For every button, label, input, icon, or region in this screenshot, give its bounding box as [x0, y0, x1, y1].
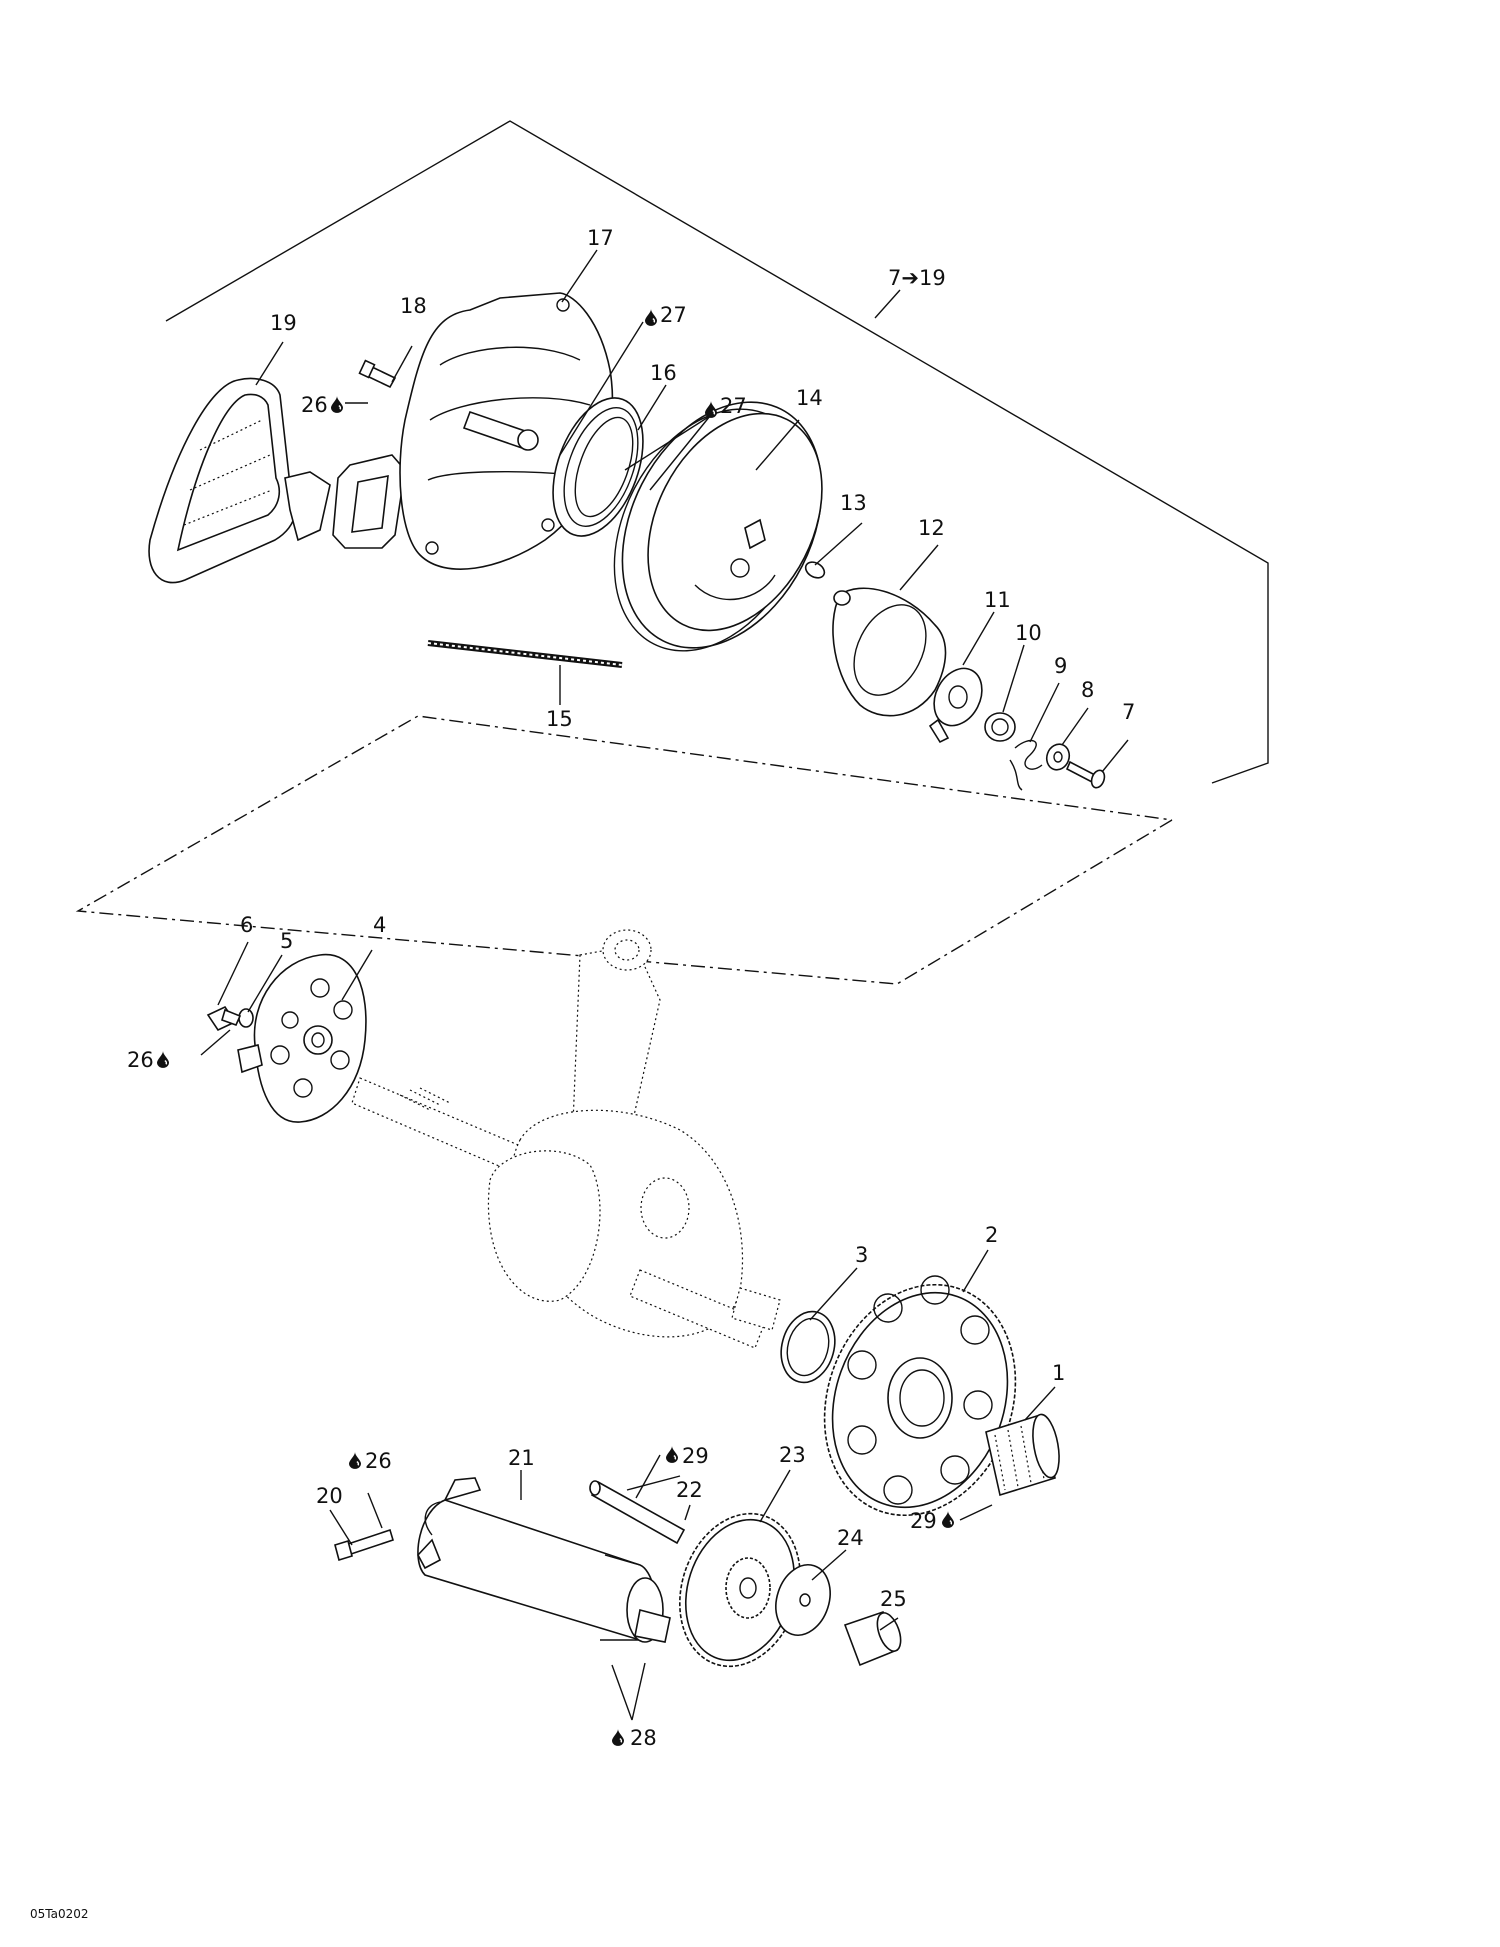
- plate-11: [928, 667, 983, 744]
- callout-13: 13: [840, 491, 867, 515]
- screw-7: [1065, 760, 1106, 789]
- group-frame-7-19: [75, 120, 1269, 985]
- callout-8: 8: [1081, 678, 1094, 702]
- figure-code: 05Ta0202: [30, 1907, 89, 1921]
- callout-12: 12: [918, 516, 945, 540]
- callout-20: 20: [316, 1484, 343, 1508]
- shim-3: [780, 1310, 836, 1384]
- callout-7: 7: [1122, 700, 1135, 724]
- callout-2: 2: [985, 1223, 998, 1247]
- leader-lines: [200, 249, 1129, 1721]
- callout-15: 15: [546, 707, 573, 731]
- callout-14: 14: [796, 386, 823, 410]
- bolt-18: [358, 359, 397, 389]
- bolt-6: [206, 1005, 242, 1032]
- callout-6: 6: [240, 913, 253, 937]
- callout-5: 5: [280, 929, 293, 953]
- callout-26-bottom: 26: [365, 1449, 392, 1473]
- washer-5: [238, 1008, 254, 1028]
- callout-21: 21: [508, 1446, 535, 1470]
- bushing-10: [984, 712, 1016, 742]
- callout-18: 18: [400, 294, 427, 318]
- callout-3: 3: [855, 1243, 868, 1267]
- callout-27-b: 27: [720, 394, 747, 418]
- needle-bearing-1: [985, 1413, 1060, 1497]
- callout-range-7-19: 7➔19: [888, 266, 946, 290]
- callout-28: 28: [630, 1726, 657, 1750]
- callout-22: 22: [676, 1478, 703, 1502]
- shaft-22: [589, 1480, 686, 1545]
- callout-19: 19: [270, 311, 297, 335]
- bushing-25: [843, 1610, 902, 1667]
- callout-labels: 19 18 26 17 27 16 27 14 7➔19 13 12 11 10…: [30, 226, 1135, 1921]
- rope-15: [427, 640, 623, 668]
- crankshaft: [351, 929, 781, 1349]
- drive-plate-4: [237, 953, 367, 1123]
- pawl-13: [804, 561, 826, 579]
- recoil-spring-16: [552, 397, 644, 537]
- cam-12: [832, 587, 947, 717]
- callout-1: 1: [1052, 1361, 1065, 1385]
- spring-9: [1009, 739, 1043, 791]
- starter-handle-19: [148, 377, 331, 584]
- callout-29-a: 29: [682, 1444, 709, 1468]
- washer-24: [775, 1564, 831, 1636]
- callout-17: 17: [587, 226, 614, 250]
- starter-motor-21: [417, 1477, 671, 1643]
- callout-10: 10: [1015, 621, 1042, 645]
- starter-gear-2: [823, 1275, 1017, 1517]
- callout-25: 25: [880, 1587, 907, 1611]
- callout-24: 24: [837, 1526, 864, 1550]
- callout-26-top: 26: [301, 393, 328, 417]
- callout-26-mid: 26: [127, 1048, 154, 1072]
- callout-29-b: 29: [910, 1509, 937, 1533]
- callout-4: 4: [373, 913, 386, 937]
- callout-23: 23: [779, 1443, 806, 1467]
- callout-16: 16: [650, 361, 677, 385]
- rope-guide: [332, 454, 406, 549]
- callout-27-a: 27: [660, 303, 687, 327]
- callout-11: 11: [984, 588, 1011, 612]
- bolt-20: [334, 1528, 394, 1562]
- callout-9: 9: [1054, 654, 1067, 678]
